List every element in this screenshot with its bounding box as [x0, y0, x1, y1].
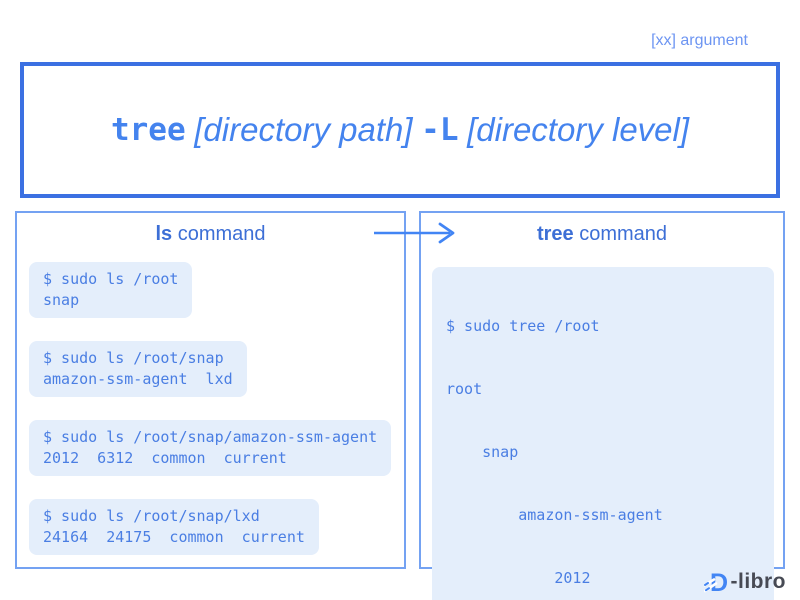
code-line: root — [446, 380, 483, 398]
code-line: $ sudo ls /root/snap — [43, 349, 224, 367]
logo-text: -libro — [730, 570, 786, 593]
ls-code-block-3: $ sudo ls /root/snap/amazon-ssm-agent 20… — [29, 420, 392, 476]
code-line: snap — [43, 291, 80, 309]
tree-panel-title: tree command — [421, 223, 783, 246]
code-line: $ sudo ls /root — [43, 270, 179, 288]
code-line: amazon-ssm-agent lxd — [43, 370, 233, 388]
code-line: amazon-ssm-agent — [446, 506, 663, 524]
dlibro-logo: D -libro — [703, 570, 787, 594]
ls-code-block-4: $ sudo ls /root/snap/lxd 24164 24175 com… — [29, 499, 319, 555]
syntax-box: tree [directory path] -L [directory leve… — [20, 62, 780, 198]
code-line: 2012 6312 common current — [43, 449, 287, 467]
syntax-space — [458, 112, 467, 148]
code-line: $ sudo tree /root — [446, 317, 600, 335]
syntax-space — [413, 112, 422, 148]
ls-panel: ls command $ sudo ls /root snap $ sudo l… — [15, 211, 406, 569]
ls-code-block-2: $ sudo ls /root/snap amazon-ssm-agent lx… — [29, 341, 247, 397]
code-line: snap — [446, 443, 519, 461]
syntax-arg-directory-level: [directory level] — [467, 111, 690, 148]
syntax-command-tree: tree — [110, 112, 186, 148]
ls-to-tree-arrow-icon — [374, 222, 455, 244]
ls-code-block-1: $ sudo ls /root snap — [29, 262, 193, 318]
syntax-arg-directory-path: [directory path] — [194, 111, 413, 148]
d-libro-mark-icon: D — [703, 570, 728, 594]
ls-panel-title: ls command — [17, 223, 404, 246]
ls-panel-title-command-name: ls — [155, 223, 173, 245]
syntax-option-L: -L — [421, 112, 459, 148]
svg-text:D: D — [710, 570, 728, 594]
code-line: $ sudo ls /root/snap/amazon-ssm-agent — [43, 428, 378, 446]
tree-panel-title-suffix: command — [573, 223, 668, 245]
code-line: 24164 24175 common current — [43, 528, 305, 546]
tree-code-block: $ sudo tree /root root snap amazon-ssm-a… — [432, 267, 774, 600]
ls-panel-title-suffix: command — [172, 223, 266, 245]
argument-legend: [xx] argument — [651, 32, 748, 49]
syntax-space — [186, 112, 195, 148]
tree-panel-title-command-name: tree — [536, 223, 574, 245]
tree-panel: tree command $ sudo tree /root root snap… — [419, 211, 785, 600]
code-line: 2012 — [446, 569, 591, 587]
code-line: $ sudo ls /root/snap/lxd — [43, 507, 260, 525]
